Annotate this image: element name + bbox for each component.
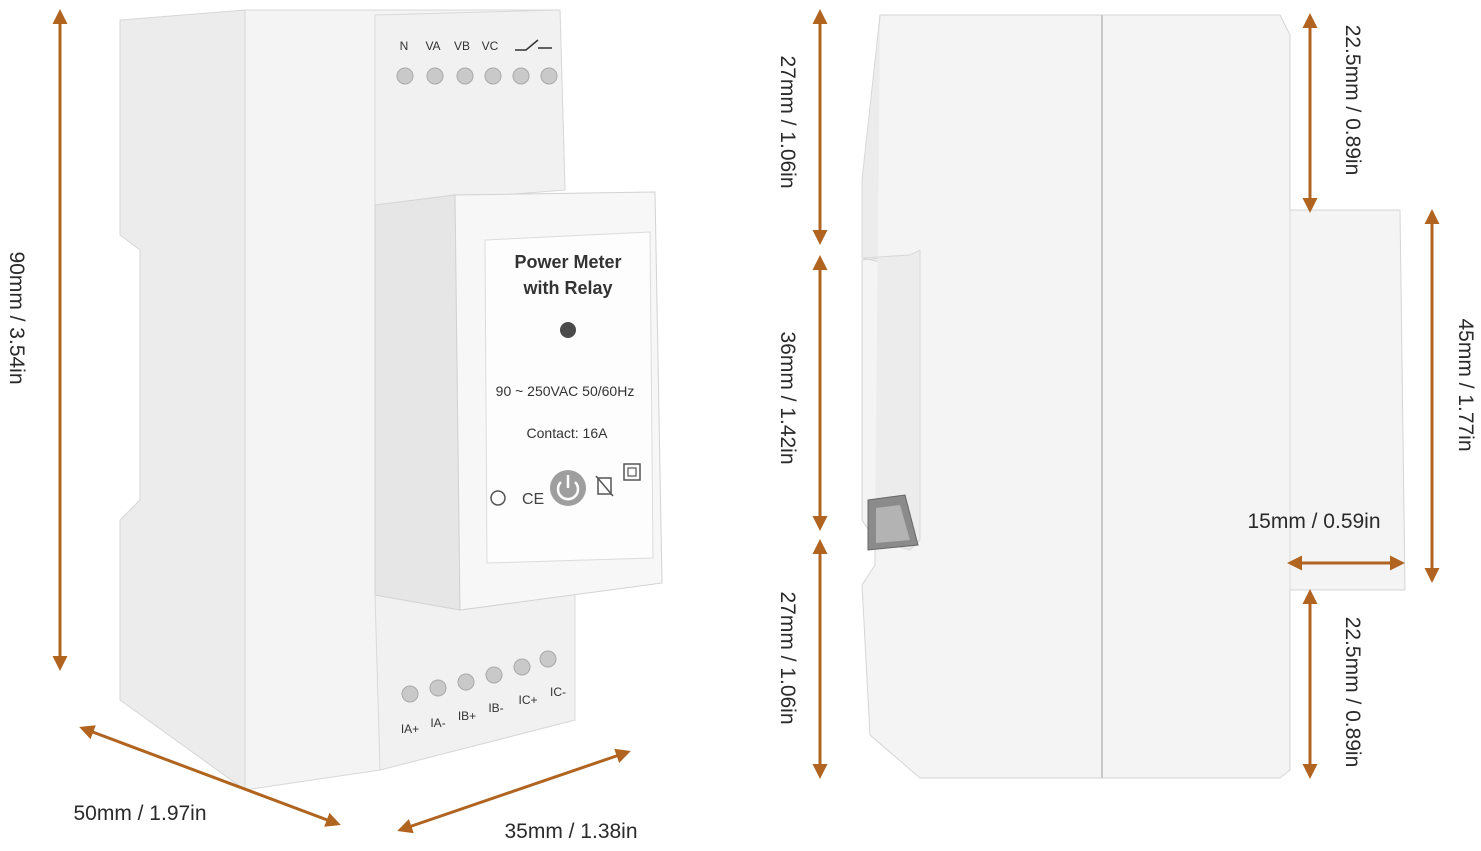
arrow-depth [397, 748, 631, 834]
dimension-height-total: 90mm / 3.54in [5, 251, 28, 385]
terminal-label-ia-minus: IA- [430, 716, 445, 730]
label-title-line1: Power Meter [514, 252, 621, 272]
dimension-side-top: 27mm / 1.06in [776, 55, 799, 189]
recycle-icon [490, 490, 506, 506]
top-terminal-screws [396, 67, 558, 85]
label-contact: Contact: 16A [527, 425, 609, 441]
dimension-side-middle: 36mm / 1.42in [776, 331, 799, 465]
terminal-label-ic-minus: IC- [550, 685, 566, 699]
terminal-label-va: VA [425, 39, 440, 53]
arrow-width-front [79, 725, 341, 827]
led-indicator [560, 322, 576, 338]
terminal-label-ib-minus: IB- [488, 701, 503, 715]
dimension-right-top: 22.5mm / 0.89in [1341, 24, 1364, 176]
relay-switch-icon [515, 39, 552, 51]
label-title-line2: with Relay [522, 278, 612, 298]
terminal-label-ia-plus: IA+ [401, 722, 419, 736]
terminal-label-ic-plus: IC+ [518, 693, 537, 707]
device-side-view [861, 14, 1406, 779]
dimension-side-bottom: 27mm / 1.06in [776, 591, 799, 725]
ce-mark-icon: CE [522, 491, 544, 508]
terminal-label-vb: VB [454, 39, 470, 53]
dimension-width-front: 50mm / 1.97in [73, 802, 207, 825]
label-voltage: 90 ~ 250VAC 50/60Hz [496, 383, 635, 399]
dimension-right-bottom: 22.5mm / 0.89in [1341, 616, 1364, 768]
terminal-label-vc: VC [482, 39, 499, 53]
terminal-label-ib-plus: IB+ [458, 709, 476, 723]
terminal-label-n: N [400, 39, 409, 53]
dimension-right-middle: 45mm / 1.77in [1454, 318, 1477, 452]
weee-bin-icon [597, 477, 612, 495]
device-front-view: CE Power Meter with Relay 90 ~ 250VAC 5 [119, 9, 663, 791]
dimension-arrows [52, 8, 1440, 834]
bottom-terminal-screws [401, 650, 557, 703]
dimension-right-step: 15mm / 0.59in [1247, 510, 1381, 533]
dimension-depth: 35mm / 1.38in [504, 820, 638, 843]
double-insulation-icon [623, 463, 641, 481]
